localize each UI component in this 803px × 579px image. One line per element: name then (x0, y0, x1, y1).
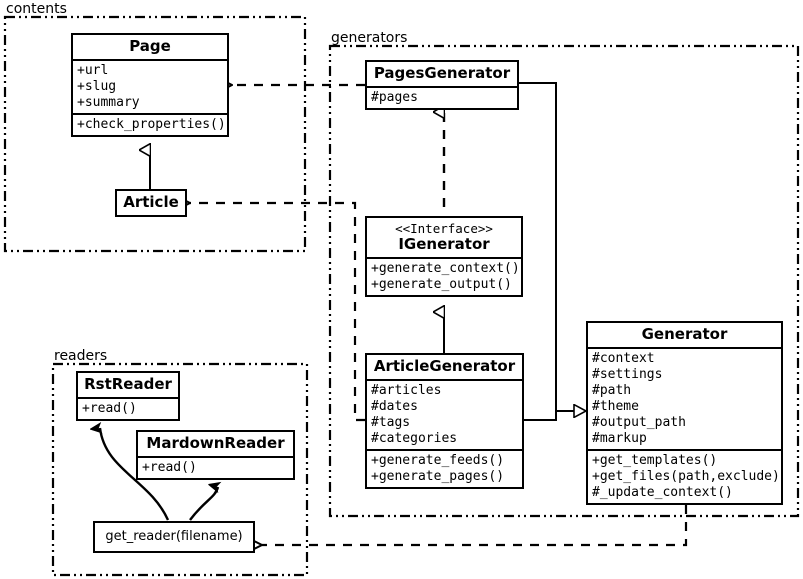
function-name-get-reader: get_reader(filename) (95, 523, 253, 551)
method-item: +generate_context() (371, 261, 520, 276)
class-box-page[interactable]: Page +url +slug +summary +check_properti… (71, 33, 229, 137)
method-item: +generate_feeds() (371, 453, 505, 468)
connector-getreader-to-mardownreader (189, 487, 218, 521)
class-name-article: Article (117, 191, 185, 215)
connector-pagesgenerator-to-generator (519, 82, 557, 411)
method-item: +generate_output() (371, 277, 512, 292)
class-methods-mardown-reader: +read() (138, 456, 293, 478)
class-box-article[interactable]: Article (115, 189, 187, 217)
method-item: +check_properties() (77, 117, 226, 132)
method-item: +get_files(path,exclude) (592, 469, 780, 484)
package-label-contents: contents (6, 1, 67, 17)
class-attributes-generator: #context #settings #path #theme #output_… (588, 347, 781, 449)
class-name-page: Page (73, 35, 227, 59)
attribute-item: +url (77, 63, 109, 78)
class-box-article-generator[interactable]: ArticleGenerator #articles #dates #tags … (365, 353, 524, 489)
method-item: +read() (82, 401, 137, 416)
class-attributes-page: +url +slug +summary (73, 59, 227, 113)
class-methods-page: +check_properties() (73, 113, 227, 135)
attribute-item: #dates (371, 399, 418, 414)
attribute-item: #tags (371, 415, 411, 430)
attribute-item: #context (592, 351, 655, 366)
class-name-pages-generator: PagesGenerator (367, 62, 517, 86)
attribute-item: #articles (371, 383, 442, 398)
class-name-generator: Generator (588, 323, 781, 347)
attribute-item: #output_path (592, 415, 686, 430)
method-item: +get_templates() (592, 453, 718, 468)
class-name-mardown-reader: MardownReader (138, 432, 293, 456)
attribute-item: #markup (592, 431, 647, 446)
class-box-rst-reader[interactable]: RstReader +read() (76, 371, 180, 421)
class-attributes-article-generator: #articles #dates #tags #categories (367, 379, 522, 449)
class-methods-generator: +get_templates() +get_files(path,exclude… (588, 449, 781, 503)
method-item: +read() (142, 460, 197, 475)
connector-generator-to-getreader-dependency (262, 505, 688, 545)
attribute-item: #settings (592, 367, 663, 382)
attribute-item: #pages (371, 90, 418, 105)
method-item: +generate_pages() (371, 469, 505, 484)
attribute-item: +summary (77, 95, 140, 110)
attribute-item: +slug (77, 79, 117, 94)
class-box-generator[interactable]: Generator #context #settings #path #them… (586, 321, 783, 505)
method-item: #_update_context() (592, 485, 733, 500)
connector-articlegenerator-to-generator (524, 411, 557, 421)
attribute-item: #theme (592, 399, 639, 414)
attribute-item: #categories (371, 431, 458, 446)
class-box-igenerator[interactable]: <<Interface>> IGenerator +generate_conte… (365, 216, 523, 297)
class-name-article-generator: ArticleGenerator (367, 355, 522, 379)
class-methods-article-generator: +generate_feeds() +generate_pages() (367, 449, 522, 487)
class-methods-rst-reader: +read() (78, 397, 178, 419)
attribute-item: #path (592, 383, 632, 398)
class-name-rst-reader: RstReader (78, 373, 178, 397)
class-box-pages-generator[interactable]: PagesGenerator #pages (365, 60, 519, 110)
class-attributes-pages-generator: #pages (367, 86, 517, 108)
class-name-igenerator: <<Interface>> IGenerator (367, 218, 521, 257)
class-stereotype-igenerator: <<Interface>> (395, 221, 493, 236)
package-label-readers: readers (54, 348, 108, 364)
class-methods-igenerator: +generate_context() +generate_output() (367, 257, 521, 295)
package-label-generators: generators (331, 30, 408, 46)
connector-articlegenerator-to-article-dependency (190, 203, 365, 422)
class-box-mardown-reader[interactable]: MardownReader +read() (136, 430, 295, 480)
function-box-get-reader[interactable]: get_reader(filename) (93, 521, 255, 553)
class-name-label-igenerator: IGenerator (398, 235, 490, 253)
